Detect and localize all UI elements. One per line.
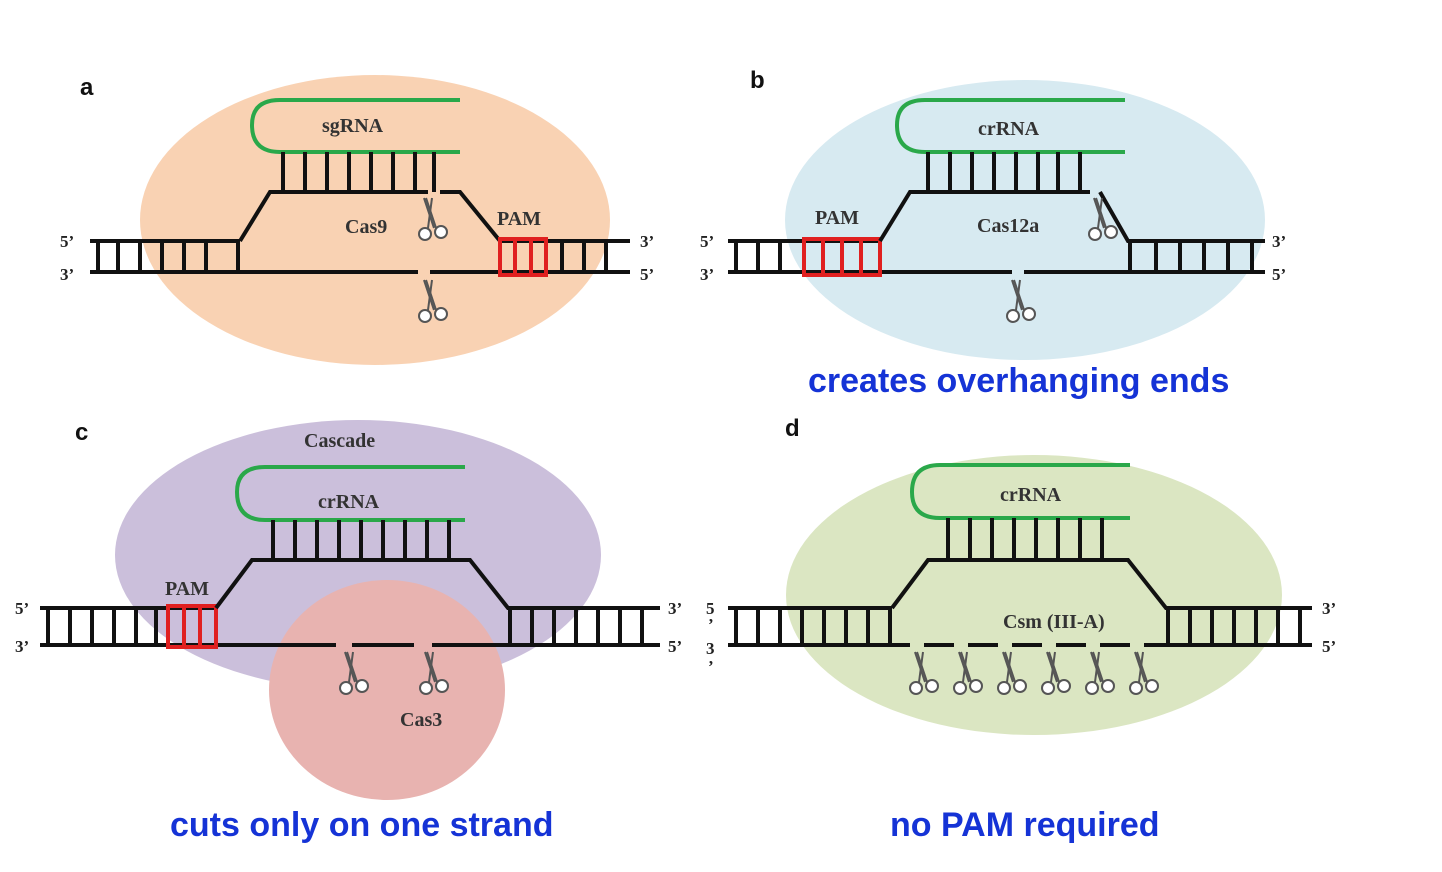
five-prime-bottom-right: 5’ [668,637,682,656]
three-prime-bottom-left-mark: ’ [708,657,714,676]
pam-box [498,237,548,277]
crrna-pairing [926,152,1082,192]
one-strand-note: cuts only on one strand [170,806,553,844]
panel-b: b crRNA PAM Cas12a 5’ 3’ 3’ [700,67,1286,400]
csm-label: Csm (III-A) [1003,611,1105,633]
dna-ladder-right [1128,241,1254,272]
panel-c: c Cascade crRNA PAM [15,419,682,844]
three-prime-bottom-left: 3 [706,639,715,658]
five-prime-bottom-right: 5’ [1272,265,1286,284]
crrna-pairing [271,520,451,560]
cas3-blob [269,580,505,800]
pam-label: PAM [165,578,209,600]
crrna-pairing [946,518,1104,560]
three-prime-top-right: 3’ [1322,599,1336,618]
csm-blob [786,455,1282,735]
dna-ladder-right [560,241,608,272]
five-prime-bottom-right: 5’ [640,265,654,284]
cas9-label: Cas9 [345,216,387,238]
pam-label: PAM [497,208,541,230]
crrna-label: crRNA [978,118,1040,140]
three-prime-bottom-left: 3’ [60,265,74,284]
three-prime-top-right: 3’ [1272,232,1286,251]
dna-ladder-left [734,241,782,272]
five-prime-top-left: 5’ [700,232,714,251]
five-prime-top-left: 5’ [15,599,29,618]
cas3-label: Cas3 [400,709,442,731]
pam-label: PAM [815,207,859,229]
panel-letter: c [75,419,88,446]
three-prime-top-right: 3’ [668,599,682,618]
cas12a-blob [785,80,1265,360]
crrna-label: crRNA [1000,484,1062,506]
dna-ladder-left [734,608,892,645]
no-pam-note: no PAM required [890,806,1160,844]
dna-ladder-right [1166,608,1302,645]
crrna-strand [909,463,1130,520]
panel-letter: a [80,74,94,101]
three-prime-bottom-left: 3’ [15,637,29,656]
three-prime-bottom-left: 3’ [700,265,714,284]
dna-ladder-left [96,241,240,272]
cascade-label: Cascade [304,430,375,452]
five-prime-top-left: 5’ [60,232,74,251]
cas12a-label: Cas12a [977,215,1039,237]
sgrna-pairing [281,152,436,192]
overhang-note: creates overhanging ends [808,362,1229,400]
crrna-strand [234,465,465,522]
panel-a: a sgRNA PAM Cas9 [60,74,654,365]
cas9-blob [140,75,610,365]
dna-ladder-right [508,608,644,645]
dna-ladder-left [46,608,158,645]
sgrna-strand [249,98,460,154]
pam-box [166,604,218,649]
crrna-label: crRNA [318,491,380,513]
panel-letter: b [750,67,765,94]
five-prime-top-left-mark: ’ [708,615,714,634]
panel-letter: d [785,415,800,442]
three-prime-top-right: 3’ [640,232,654,251]
five-prime-bottom-right: 5’ [1322,637,1336,656]
five-prime-top-left: 5 [706,599,715,618]
panel-d: d crRNA [706,415,1336,844]
sgrna-label: sgRNA [322,115,384,137]
crrna-strand [894,98,1125,154]
